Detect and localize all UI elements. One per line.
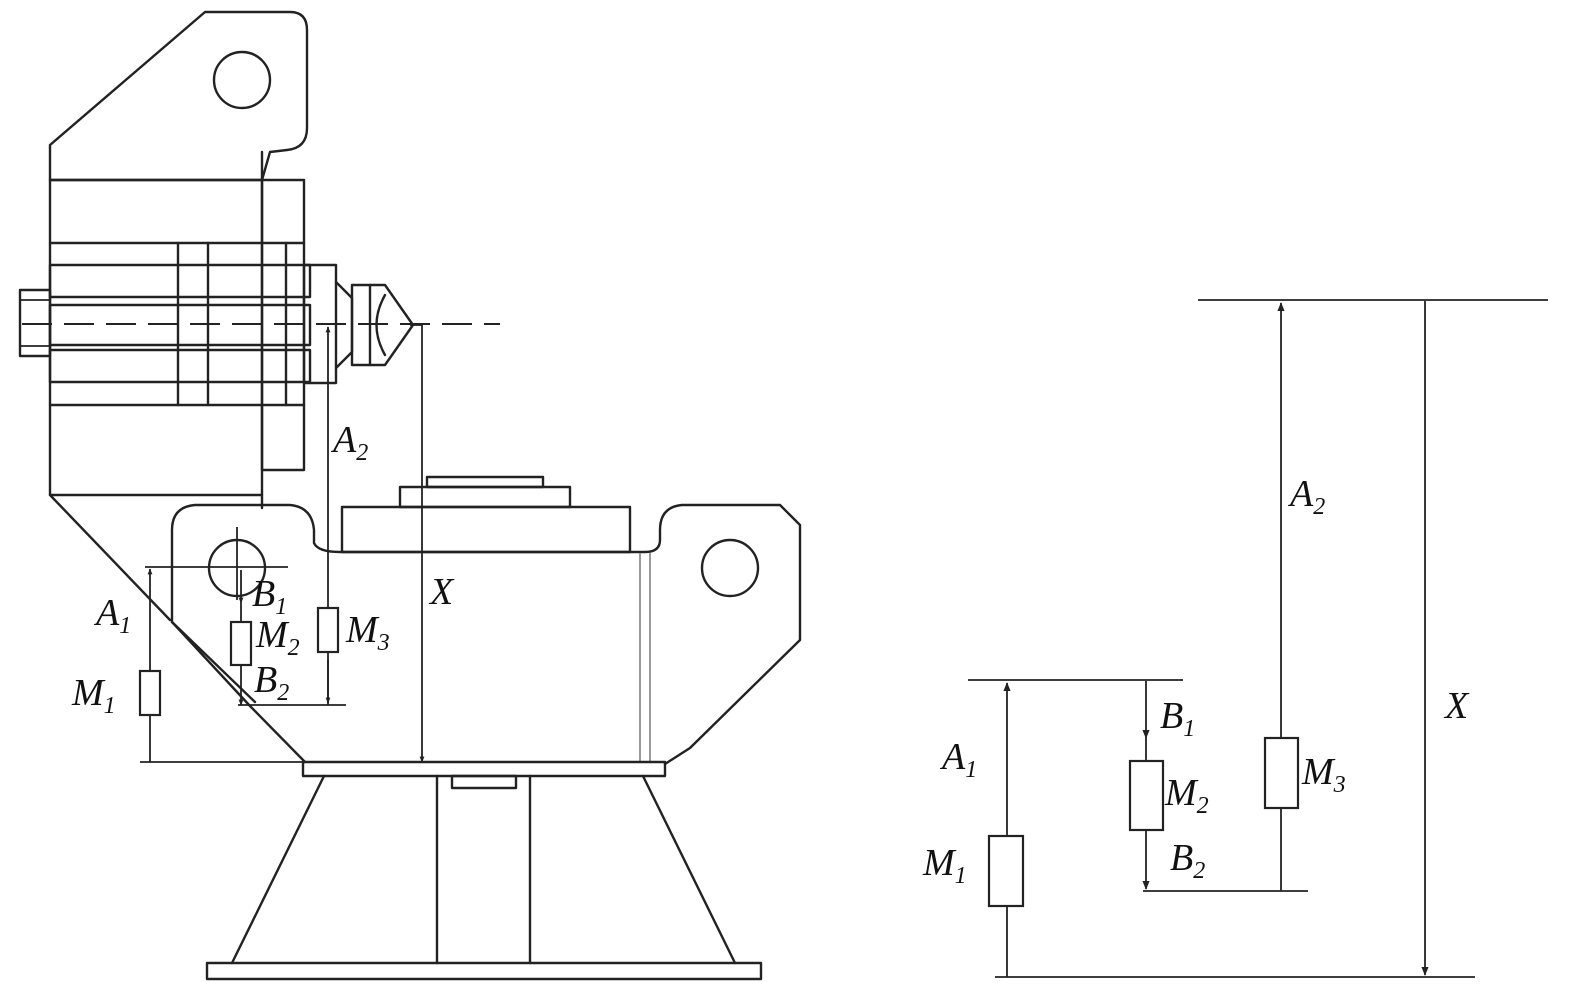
machine-dimension-chain [138,324,425,763]
M3-box [316,606,340,654]
M1-schematic-box [987,834,1025,908]
label-A2-left: A2 [330,419,368,466]
M2-schematic-box [1128,759,1165,832]
machine-labels: A2 A1 M1 B1 M2 B2 M3 X [71,419,455,719]
dimension-chain-schematic: A2 A1 M1 B1 M2 B2 M3 X [922,299,1548,978]
label-M3-left: M3 [345,609,390,656]
label-A1-left: A1 [93,592,131,639]
base-plate [301,760,667,778]
label-B1-left: B1 [252,573,287,620]
pedestal [205,774,763,981]
upper-bracket-hole [212,50,272,110]
M1-box [138,669,162,717]
label-A1-right: A1 [939,736,977,783]
label-X-right: X [1443,685,1470,727]
label-B1-right: B1 [1160,695,1195,742]
M3-schematic-box [1263,736,1300,810]
label-M1-left: M1 [71,672,116,719]
M2-box [229,620,253,667]
label-M2-right: M2 [1164,772,1209,819]
stepped-block [340,475,632,554]
label-X-left: X [428,571,455,613]
main-housing [18,146,312,510]
lower-bracket-body [170,503,802,766]
label-M2-left: M2 [255,614,300,661]
label-A2-right: A2 [1287,473,1325,520]
label-B2-left: B2 [254,659,289,706]
machine-assembly-drawing: A2 A1 M1 B1 M2 B2 M3 X [18,10,802,981]
lower-bracket-hole-right [700,538,760,598]
label-M3-right: M3 [1301,751,1346,798]
label-B2-right: B2 [1170,837,1205,884]
upper-bracket-plate [48,10,309,182]
label-M1-right: M1 [922,842,967,889]
